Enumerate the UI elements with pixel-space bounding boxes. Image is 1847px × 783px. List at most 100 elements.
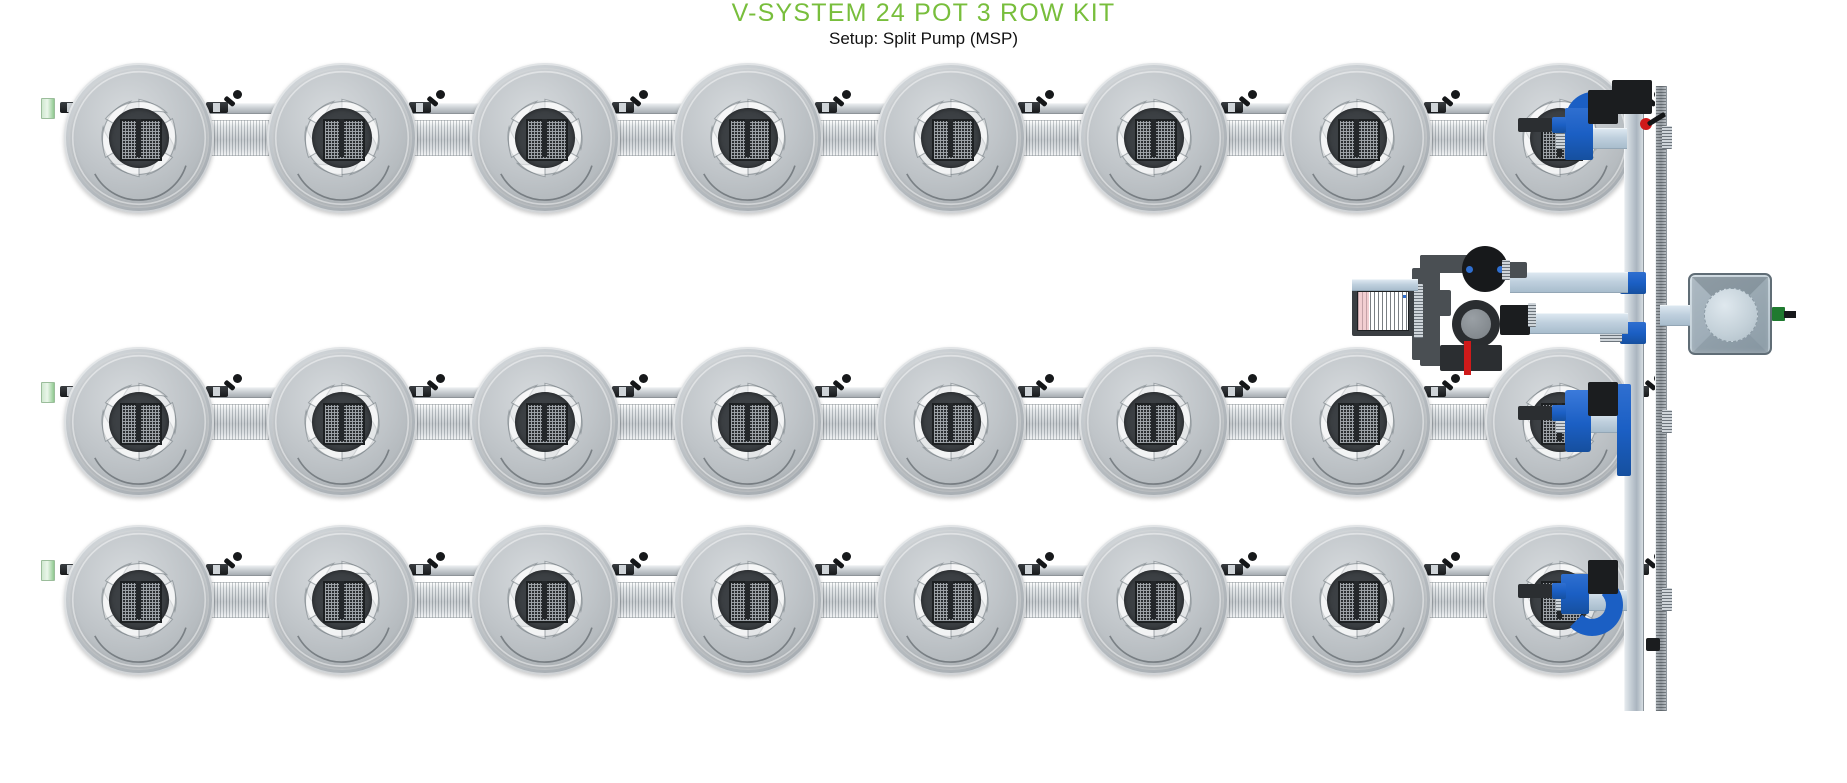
pipe-collar [1556, 410, 1566, 433]
row-end-cap[interactable] [41, 560, 55, 581]
pipe-collar [1662, 410, 1672, 433]
pot[interactable] [470, 63, 620, 213]
pot-mesh-grid-icon [120, 581, 162, 623]
pot-mesh-bar [948, 119, 953, 157]
pot[interactable] [64, 63, 214, 213]
pot-mesh-bar [1354, 581, 1359, 619]
pot[interactable] [64, 347, 214, 497]
pipe-connector[interactable] [1221, 552, 1257, 575]
pot[interactable] [673, 347, 823, 497]
pump-riser [1420, 255, 1438, 365]
pot[interactable] [64, 525, 214, 675]
pipe-collar [1662, 588, 1672, 611]
pot-mesh-bar [745, 581, 750, 619]
pipe-connector[interactable] [1221, 374, 1257, 397]
pipe-connector[interactable] [1424, 374, 1460, 397]
pot-mesh-bar [136, 581, 141, 619]
pipe-connector[interactable] [1018, 374, 1054, 397]
pot-mesh-bar [1151, 581, 1156, 619]
reservoir-lid[interactable] [1704, 288, 1758, 342]
pot-mesh-grid-icon [323, 581, 365, 623]
blue-inlet-collar[interactable] [1552, 405, 1566, 421]
pipe-connector[interactable] [612, 552, 648, 575]
blue-inlet-collar[interactable] [1552, 583, 1566, 599]
pump-head-outlet [1505, 262, 1527, 278]
blue-riser-section[interactable] [1617, 384, 1631, 476]
pot[interactable] [673, 525, 823, 675]
page-title: V-SYSTEM 24 POT 3 ROW KIT [731, 0, 1116, 27]
drain-nub[interactable] [1646, 638, 1660, 651]
pot-mesh-grid-icon [932, 119, 974, 161]
blue-tee-fitting[interactable] [1565, 390, 1591, 452]
black-union-fitting[interactable] [1588, 382, 1618, 416]
pipe-collar [1556, 126, 1566, 149]
pipe-connector[interactable] [815, 374, 851, 397]
pot[interactable] [876, 63, 1026, 213]
pot[interactable] [267, 525, 417, 675]
reservoir-tank[interactable] [1688, 273, 1796, 355]
row-end-cap[interactable] [41, 382, 55, 403]
pot-mesh-bar [745, 403, 750, 441]
pipe-connector[interactable] [1424, 552, 1460, 575]
pot-mesh-grid-icon [1135, 581, 1177, 623]
pump-head-upper[interactable] [1462, 246, 1508, 292]
pipe-connector[interactable] [409, 90, 445, 113]
manifold-top-cap[interactable] [1612, 80, 1652, 114]
pipe-connector[interactable] [815, 90, 851, 113]
pot[interactable] [673, 63, 823, 213]
inlet-fitting[interactable] [1518, 406, 1552, 420]
pipe-connector[interactable] [612, 374, 648, 397]
pump-outlet-valve[interactable] [1500, 305, 1530, 335]
red-drain-valve[interactable] [1640, 111, 1667, 135]
pipe-connector[interactable] [1018, 552, 1054, 575]
pump-bolt-left [1466, 266, 1473, 273]
black-union-fitting[interactable] [1588, 560, 1618, 594]
blue-inlet-collar[interactable] [1552, 117, 1566, 133]
pipe-connector[interactable] [1018, 90, 1054, 113]
pipe-connector[interactable] [409, 374, 445, 397]
pot-mesh-bar [1151, 119, 1156, 157]
pipe-connector[interactable] [1221, 90, 1257, 113]
pot[interactable] [1282, 63, 1432, 213]
pot-mesh-grid-icon [729, 403, 771, 445]
pump-valve-collar [1528, 303, 1536, 327]
pot-mesh-bar [1151, 403, 1156, 441]
pot-mesh-grid-icon [1135, 119, 1177, 161]
row-supply-pipe [122, 103, 1635, 114]
pipe-connector[interactable] [1424, 90, 1460, 113]
pot[interactable] [1282, 525, 1432, 675]
pump-impeller [1461, 309, 1491, 339]
pot[interactable] [267, 347, 417, 497]
pot-mesh-bar [339, 403, 344, 441]
pipe-connector[interactable] [409, 552, 445, 575]
filter-collar [1414, 284, 1423, 338]
pipe-connector[interactable] [815, 552, 851, 575]
pipe-connector[interactable] [612, 90, 648, 113]
pot-mesh-grid-icon [1135, 403, 1177, 445]
row-end-cap[interactable] [41, 98, 55, 119]
inline-filter[interactable] [1352, 286, 1414, 336]
pot[interactable] [876, 347, 1026, 497]
pot[interactable] [1079, 63, 1229, 213]
pipe-connector[interactable] [206, 552, 242, 575]
manifold-riser-pipe [1655, 86, 1667, 711]
inlet-fitting[interactable] [1518, 118, 1552, 132]
pot[interactable] [470, 525, 620, 675]
pot[interactable] [1079, 525, 1229, 675]
pot[interactable] [267, 63, 417, 213]
pot[interactable] [470, 347, 620, 497]
pot-mesh-bar [542, 119, 547, 157]
reservoir-feed-pipe [1660, 305, 1690, 326]
reservoir-outlet-port[interactable] [1772, 307, 1785, 321]
pot[interactable] [876, 525, 1026, 675]
pot[interactable] [1282, 347, 1432, 497]
pipe-connector[interactable] [206, 374, 242, 397]
pipe-connector[interactable] [206, 90, 242, 113]
inlet-fitting[interactable] [1518, 584, 1552, 598]
pot-mesh-grid-icon [323, 403, 365, 445]
pipe-collar [1662, 126, 1672, 149]
pump-body-lower[interactable] [1452, 300, 1500, 348]
page-subtitle: Setup: Split Pump (MSP) [829, 29, 1018, 48]
pot[interactable] [1079, 347, 1229, 497]
